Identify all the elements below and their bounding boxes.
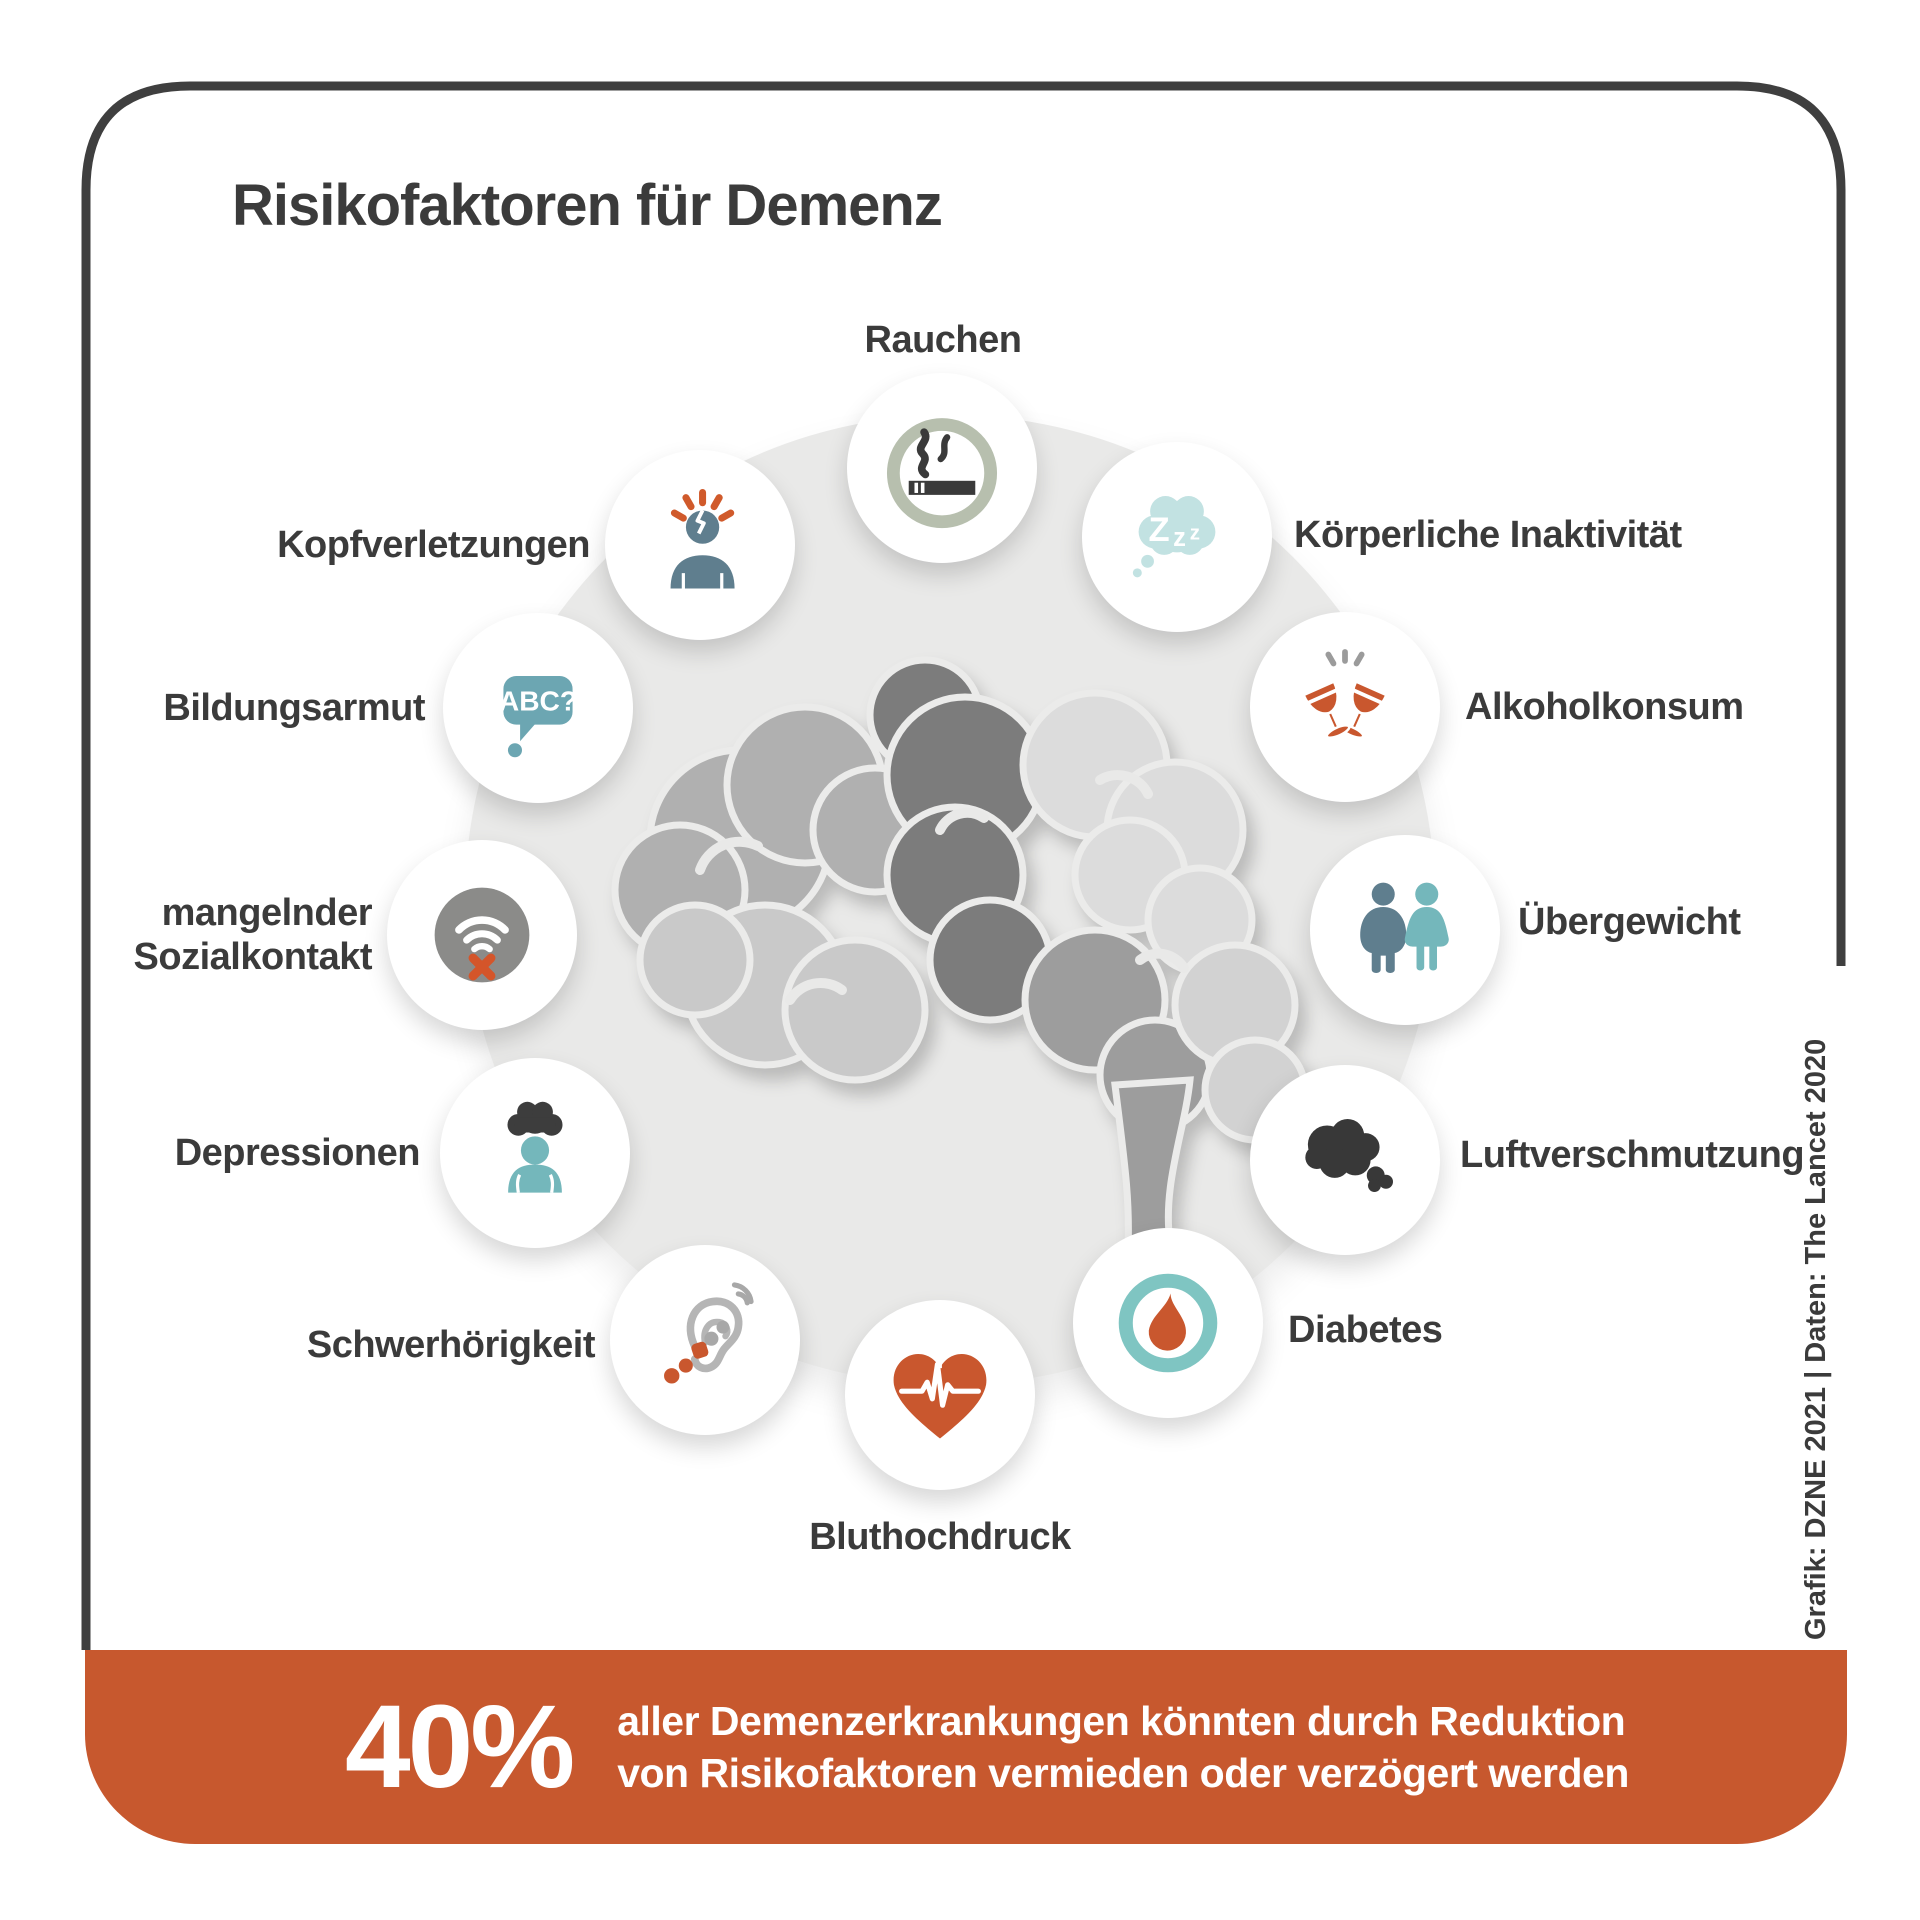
smoke-clouds-icon — [1305, 1119, 1393, 1192]
risk-label-sozialkontakt: mangelnder Sozialkontakt — [133, 892, 373, 978]
risk-node-uebergewicht — [1310, 835, 1500, 1025]
risk-node-alkoholkonsum — [1250, 612, 1440, 802]
risk-node-koerperliche-inaktivitaet: Z z z — [1082, 442, 1272, 632]
credit-text: Grafik: DZNE 2021 | Daten: The Lancet 20… — [1800, 1038, 1832, 1640]
overweight-couple-icon — [1360, 882, 1449, 974]
stat-line-1: aller Demenzerkrankungen könnten durch R… — [617, 1698, 1626, 1744]
risk-label-schwerhoerigkeit: Schwerhörigkeit — [306, 1324, 596, 1366]
heart-ecg-icon — [893, 1352, 987, 1439]
risk-label-depressionen: Depressionen — [174, 1132, 421, 1174]
head-injury-icon — [670, 489, 735, 589]
svg-text:ABC?: ABC? — [499, 686, 577, 717]
risk-node-rauchen — [847, 373, 1037, 563]
brain-left-lower-lobe — [636, 901, 929, 1084]
risk-node-mangelnder-sozialkontakt — [387, 840, 577, 1030]
risk-label-luftverschmutzung: Luftverschmutzung — [1460, 1134, 1805, 1176]
stat-value: 40% — [345, 1681, 575, 1813]
svg-text:Z: Z — [1149, 511, 1170, 549]
risk-node-depressionen — [440, 1058, 630, 1248]
stat-description: aller Demenzerkrankungen könnten durch R… — [617, 1695, 1629, 1799]
risk-label-rauchen: Rauchen — [864, 319, 1022, 361]
svg-text:z: z — [1190, 522, 1200, 545]
stat-line-2: von Risikofaktoren vermieden oder verzög… — [617, 1750, 1629, 1796]
ear-hearing-aid-icon — [664, 1282, 754, 1384]
person-rain-cloud-icon — [507, 1101, 563, 1193]
risk-label-bildungsarmut: Bildungsarmut — [163, 687, 425, 729]
risk-node-bildungsarmut: ABC? — [443, 613, 633, 803]
risk-label-alkoholkonsum: Alkoholkonsum — [1465, 686, 1744, 728]
risk-label-inaktivitaet: Körperliche Inaktivität — [1294, 514, 1682, 556]
no-signal-x-icon — [434, 887, 530, 983]
risk-node-schwerhoerigkeit — [610, 1245, 800, 1435]
risk-node-diabetes — [1073, 1228, 1263, 1418]
stat-banner: 40% aller Demenzerkrankungen könnten dur… — [85, 1650, 1847, 1844]
brain-right-upper-lobe — [1019, 689, 1256, 976]
risk-node-luftverschmutzung — [1250, 1065, 1440, 1255]
risk-node-kopfverletzungen — [605, 450, 795, 640]
clinking-wine-glasses-icon — [1301, 649, 1389, 740]
svg-text:z: z — [1173, 524, 1186, 552]
risk-label-bluthochdruck: Bluthochdruck — [809, 1516, 1071, 1558]
sleep-zzz-bubble-icon: Z z z — [1132, 496, 1216, 578]
risk-label-diabetes: Diabetes — [1288, 1309, 1443, 1351]
page-title: Risikofaktoren für Demenz — [232, 173, 943, 238]
blood-drop-ring-icon — [1118, 1273, 1218, 1373]
risk-label-uebergewicht: Übergewicht — [1518, 901, 1741, 943]
cigarette-smoke-icon — [886, 418, 998, 529]
abc-speech-bubble-icon: ABC? — [499, 676, 577, 758]
risk-label-kopfverletzungen: Kopfverletzungen — [277, 524, 590, 566]
brain-puzzle-illustration — [611, 656, 1309, 1255]
risk-node-bluthochdruck — [845, 1300, 1035, 1490]
